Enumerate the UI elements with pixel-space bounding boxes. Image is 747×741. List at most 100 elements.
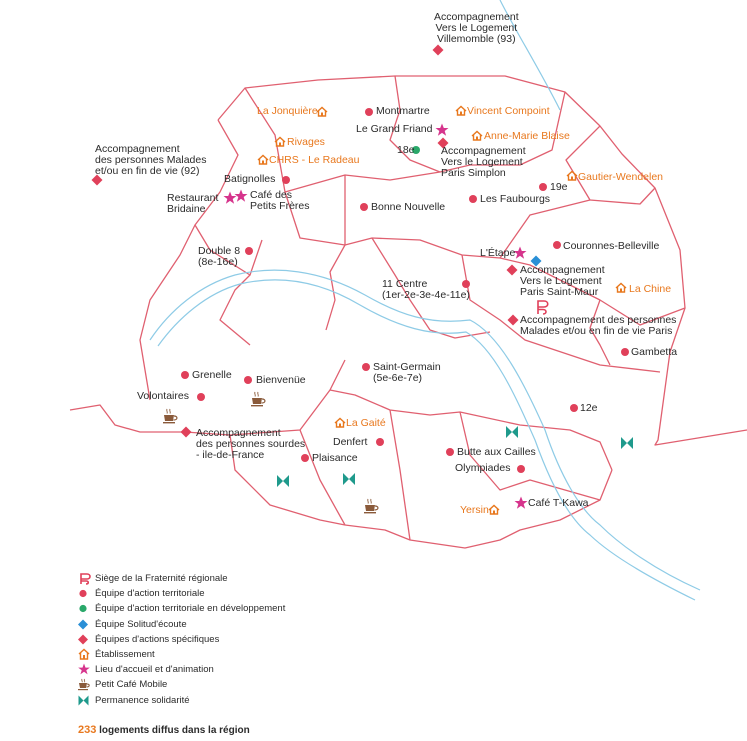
river-bank	[499, 0, 561, 111]
place-label-montmartre: Montmartre	[376, 106, 430, 117]
dot-marker	[301, 454, 309, 462]
route-line	[389, 75, 441, 173]
route-line	[499, 199, 591, 259]
place-label-bienvenue: Bienvenüe	[256, 375, 306, 386]
legend-item-permanence: Permanence solidarité	[78, 693, 398, 708]
green-dot-icon	[79, 605, 87, 613]
place-label-line: La Jonquière	[257, 105, 318, 117]
place-label-line: Café des	[250, 189, 293, 201]
house-icon	[78, 648, 90, 660]
place-label-butte-aux-cailles: Butte aux Cailles	[457, 447, 536, 458]
bowtie-marker	[277, 475, 289, 487]
place-label-rivages: Rivages	[287, 137, 325, 148]
dot-marker	[282, 176, 290, 184]
place-label-line: Bridaine	[167, 203, 206, 215]
legend-label: Permanence solidarité	[95, 694, 190, 706]
place-label-la-jonquiere: La Jonquière	[257, 106, 318, 117]
place-label-line: (8e-16e)	[198, 256, 238, 268]
green-dot-marker	[412, 146, 420, 154]
place-label-la-gaite: La Gaité	[346, 418, 386, 429]
place-label-line: Accompagnement	[520, 264, 605, 276]
legend-item-lieu-accueil: Lieu d'accueil et d'animation	[78, 662, 398, 677]
river-bank	[149, 269, 701, 591]
diamond-marker	[180, 426, 192, 438]
place-label-line: Vers le Logement	[441, 156, 523, 168]
diamond-marker	[506, 264, 518, 276]
map-markers	[91, 44, 633, 515]
logements-number: 233	[78, 724, 97, 736]
diamond-marker	[507, 314, 519, 326]
diamond-marker	[91, 174, 103, 186]
legend-item-siege: Siège de la Fraternité régionale	[78, 571, 398, 586]
place-label-line: Rivages	[287, 136, 325, 148]
place-label-line: CHRS - Le Radeau	[269, 154, 360, 166]
place-label-chrs-le-radeau: CHRS - Le Radeau	[269, 155, 359, 166]
dot-marker	[244, 376, 252, 384]
route-line	[284, 191, 686, 326]
place-label-line: 12e	[580, 402, 598, 414]
place-label-vincent-compoint: Vincent Compoint	[467, 106, 550, 117]
legend-label: Équipes d'actions spécifiques	[95, 633, 220, 645]
route-line	[219, 274, 251, 346]
legend-label: Petit Café Mobile	[95, 679, 168, 691]
place-label-line: Gautier-Wendelen	[578, 171, 664, 183]
legend-item-equipe-developpement: Équipe d'action territoriale en développ…	[78, 601, 398, 616]
route-line	[565, 125, 656, 205]
star-marker	[435, 123, 449, 136]
cup-marker	[163, 408, 178, 424]
legend-item-equipe-territoriale: Équipe d'action territoriale	[78, 586, 398, 601]
place-label-line: (1er-2e-3e-4e-11e)	[382, 289, 470, 301]
dot-marker	[245, 247, 253, 255]
place-label-line: Double 8	[198, 245, 241, 257]
legend-label: Établissement	[95, 648, 155, 660]
dot-marker	[376, 438, 384, 446]
place-label-le-grand-friand: Le Grand Friand	[356, 124, 432, 135]
legend: Siège de la Fraternité régionale Équipe …	[78, 571, 398, 708]
place-label-line: Bonne Nouvelle	[371, 201, 446, 213]
route-line	[139, 224, 196, 401]
red-dot-icon	[79, 590, 87, 598]
place-label-line: La Gaité	[346, 417, 386, 429]
blue-diamond-marker	[530, 255, 542, 267]
place-label-line: Accompagnement des personnes	[520, 314, 677, 326]
logements-label: logements diffus dans la région	[96, 725, 250, 736]
blue-diamond-icon	[78, 619, 88, 630]
place-label-line: Saint-Germain	[373, 361, 441, 373]
place-label-bonne-nouvelle: Bonne Nouvelle	[371, 202, 445, 213]
place-label-line: Volontaires	[137, 390, 189, 402]
place-label-19e: 19e	[550, 182, 568, 193]
place-label-line: Accompagnement	[95, 143, 180, 155]
place-label-line: Grenelle	[192, 369, 232, 381]
dot-marker	[360, 203, 368, 211]
route-line	[389, 409, 411, 541]
bowtie-icon	[78, 695, 89, 705]
house-marker	[316, 106, 328, 117]
place-label-gambetta: Gambetta	[631, 347, 677, 358]
place-label-line: Café T-Kawa	[528, 497, 589, 509]
siege-icon	[80, 573, 91, 585]
route-line	[461, 254, 661, 373]
river-bank	[157, 279, 696, 601]
dot-marker	[365, 108, 373, 116]
place-label-line: Malades et/ou en fin de vie Paris	[520, 325, 673, 337]
bowtie-marker	[621, 437, 633, 449]
place-label-la-chine: La Chine	[629, 284, 671, 295]
place-label-cafe-t-kawa: Café T-Kawa	[528, 498, 589, 509]
place-label-line: Couronnes-Belleville	[563, 240, 660, 252]
place-label-line: Le Grand Friand	[356, 123, 433, 135]
place-label-11-centre: 11 Centre(1er-2e-3e-4e-11e)	[382, 279, 470, 301]
place-label-line: 11 Centre	[382, 278, 428, 290]
cup-marker	[364, 498, 379, 514]
place-label-line: Vers le Logement	[435, 22, 518, 34]
dot-marker	[446, 448, 454, 456]
place-label-line: Bienvenüe	[256, 374, 306, 386]
cup-icon	[78, 679, 90, 691]
place-label-les-faubourgs: Les Faubourgs	[480, 194, 550, 205]
diamond-marker	[432, 44, 444, 56]
